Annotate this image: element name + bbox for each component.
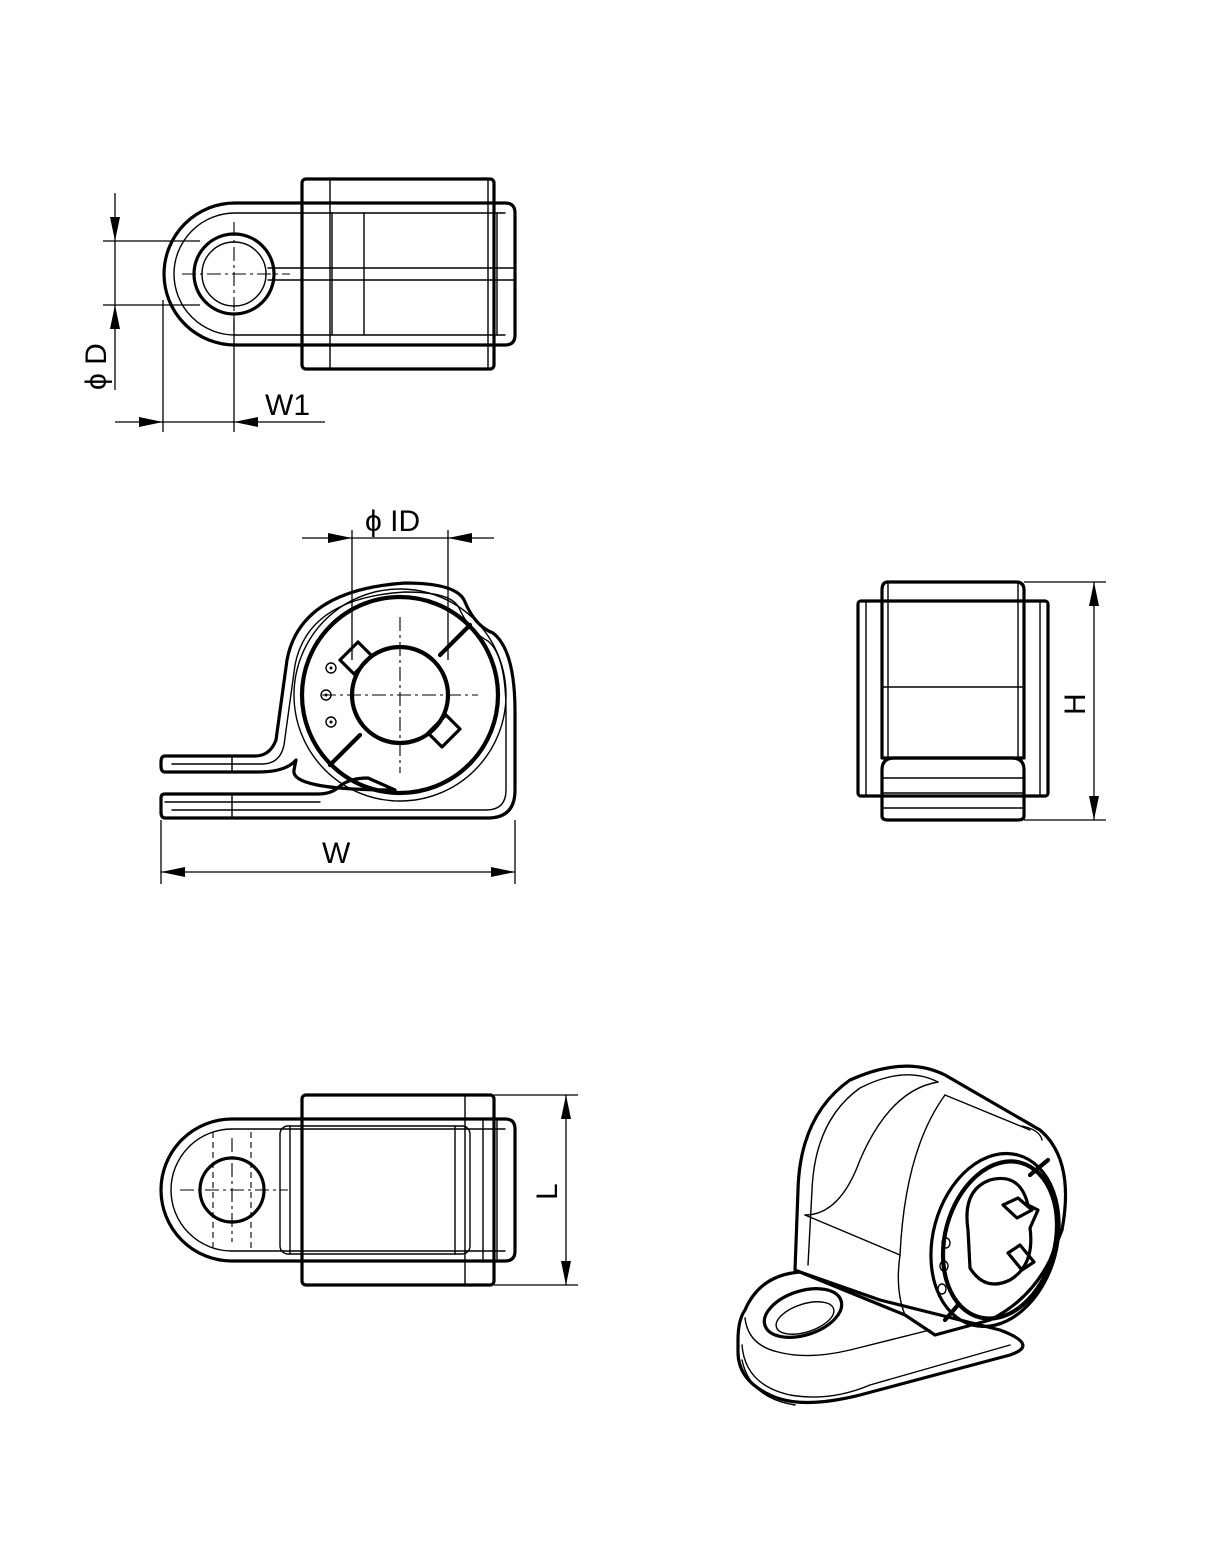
label-phi-d: ϕ D — [80, 343, 113, 390]
label-phi-id: ϕ ID — [365, 505, 420, 538]
label-l: L — [531, 1183, 564, 1200]
bottom-view-body — [159, 1117, 517, 1263]
iso-foot-hole — [762, 1287, 844, 1339]
iso-bearing-face — [929, 1151, 1061, 1329]
bottom-view: L — [159, 1093, 578, 1287]
front-view-housing — [159, 581, 517, 820]
label-h: H — [1059, 693, 1092, 715]
front-view: ϕ ID W — [159, 505, 517, 884]
side-view-foot — [880, 756, 1026, 822]
isometric-view — [736, 1064, 1068, 1406]
label-w1: W1 — [265, 389, 310, 422]
iso-base-plate — [736, 1270, 1025, 1405]
iso-key-top — [1001, 1196, 1034, 1220]
label-w: W — [322, 837, 351, 870]
top-view-roller — [300, 177, 496, 371]
iso-key-bottom — [1006, 1243, 1036, 1272]
iso-body — [793, 1064, 1068, 1337]
bottom-view-roller — [300, 1093, 496, 1287]
top-view-body — [162, 201, 517, 347]
side-view-roller — [856, 599, 1050, 798]
side-view-body — [880, 580, 1026, 760]
front-view-key-right — [426, 713, 462, 749]
side-view: H — [856, 580, 1106, 822]
top-view: ϕ D W1 — [80, 177, 517, 432]
iso-bore — [965, 1176, 1040, 1286]
front-view-bearing-ring — [299, 594, 501, 796]
